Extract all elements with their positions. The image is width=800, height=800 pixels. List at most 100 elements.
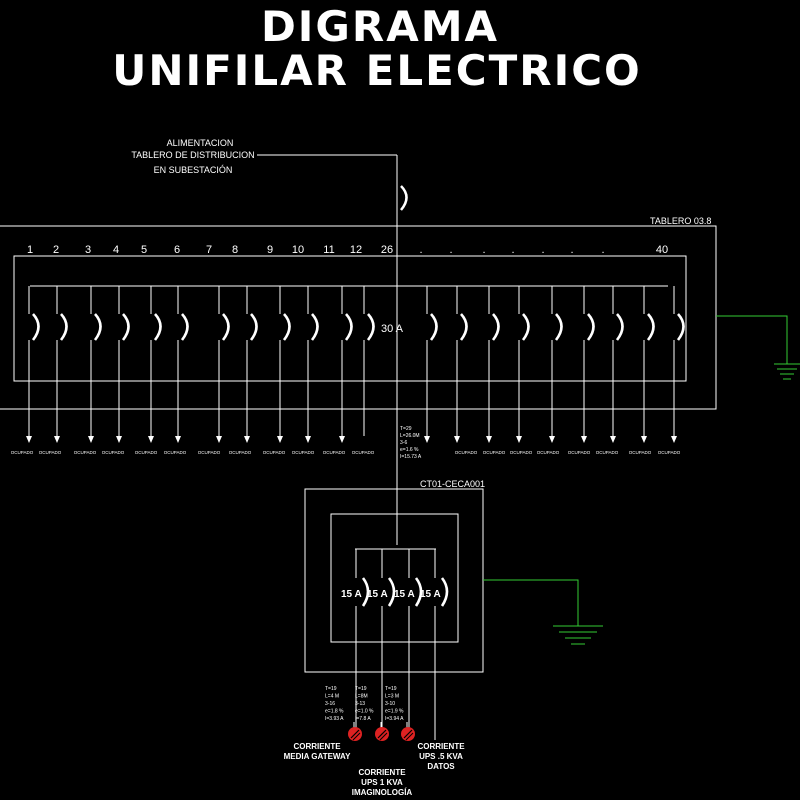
circuit-name-line: IMAGINOLOGÍA	[352, 788, 413, 797]
subpanel-ground-icon	[553, 625, 603, 645]
circuit-outputs: T=19L=4 M3-16e=1.8 %I=3.93 ACORRIENTEMED…	[284, 686, 466, 797]
circuit-data-line: 3-16	[325, 701, 335, 707]
slot-number: 1	[27, 244, 33, 256]
circuit-name-line: CORRIENTE	[358, 768, 406, 777]
slot-number: 40	[656, 244, 668, 256]
feeder-data-3: 3-6	[400, 440, 407, 446]
circuit-data-line: T=19	[385, 686, 397, 692]
occupied-label: OCUPADO	[198, 450, 221, 455]
subpanel-breaker-rating: 15 A	[367, 589, 388, 600]
circuit-data-line: I=3.93 A	[325, 716, 344, 722]
subpanel-breaker: 15 A	[367, 549, 396, 740]
circuit-data-line: L=8M	[355, 694, 368, 700]
branch-breaker	[116, 286, 130, 443]
subpanel-breaker-rating: 15 A	[420, 589, 441, 600]
circuit-data-line: 3-13	[355, 701, 365, 707]
branch-breaker	[339, 286, 353, 443]
branch-breaker	[244, 286, 258, 443]
branch-breaker	[88, 286, 102, 443]
slot-number: 6	[174, 244, 180, 256]
occupied-label: OCUPADO	[455, 450, 478, 455]
subpanel-breaker: 15 A	[341, 549, 370, 740]
circuit-data-line: T=19	[325, 686, 337, 692]
slot-number: .	[601, 244, 604, 256]
panel-enclosure-outer	[0, 225, 717, 410]
slot-number: 12	[350, 244, 362, 256]
circuit-data-line: I=7.8 A	[355, 716, 371, 722]
occupied-label: OCUPADO	[510, 450, 533, 455]
slot-number: 4	[113, 244, 119, 256]
occupied-labels: OCUPADO OCUPADO OCUPADO OCUPADO OCUPADO OCUPA…	[11, 450, 681, 455]
occupied-label: OCUPADO	[164, 450, 187, 455]
slot-number: .	[482, 244, 485, 256]
circuit-data-line: L=4 M	[325, 694, 339, 700]
circuit-name-line: UPS .5 KVA	[419, 752, 463, 761]
branch-breaker	[454, 286, 468, 443]
diagram-title-line1: DIGRAMA	[260, 2, 500, 51]
feed-label-line2: TABLERO DE DISTRIBUCION	[131, 150, 254, 160]
branch-breaker	[26, 286, 40, 443]
occupied-label: OCUPADO	[11, 450, 34, 455]
circuit-name-line: UPS 1 KVA	[361, 778, 403, 787]
branch-breaker	[424, 286, 438, 443]
diagram-title-line2: UNIFILAR ELECTRICO	[112, 46, 642, 95]
slot-number: 8	[232, 244, 238, 256]
slot-number: .	[511, 244, 514, 256]
slot-number: 26	[381, 244, 393, 256]
occupied-label: OCUPADO	[658, 450, 681, 455]
branch-breaker	[175, 286, 189, 443]
circuit-name-line: CORRIENTE	[417, 742, 465, 751]
incoming-breaker-symbol	[400, 185, 408, 211]
branch-breaker	[610, 286, 624, 443]
occupied-label: OCUPADO	[229, 450, 252, 455]
slot-number: .	[449, 244, 452, 256]
circuit-name-line: CORRIENTE	[293, 742, 341, 751]
subpanel-name-label: CT01-CECA001	[420, 479, 485, 489]
feed-label-line1: ALIMENTACION	[167, 138, 234, 148]
slot-number: .	[570, 244, 573, 256]
feeder-data-1: T=29	[400, 426, 412, 432]
circuit-data-line: e=1.0 %	[355, 709, 374, 715]
slot-number: 7	[206, 244, 212, 256]
subpanel-enclosure-outer	[304, 488, 484, 673]
occupied-label: OCUPADO	[483, 450, 506, 455]
subpanel-breaker-rating: 15 A	[394, 589, 415, 600]
branch-breaker	[581, 286, 595, 443]
subpanel-ground-wire	[483, 579, 579, 626]
feeder-data-5: I=15.73 A	[400, 454, 422, 460]
occupied-label: OCUPADO	[263, 450, 286, 455]
occupied-label: OCUPADO	[102, 450, 125, 455]
feeder-data-4: e=1.6 %	[400, 447, 419, 453]
branch-breaker	[671, 286, 685, 443]
branch-breaker	[516, 286, 530, 443]
panel-name-label: TABLERO 03.8	[650, 216, 711, 226]
occupied-label: OCUPADO	[596, 450, 619, 455]
occupied-label: OCUPADO	[39, 450, 62, 455]
branch-breaker	[641, 286, 655, 443]
panel-ground-icon	[774, 363, 800, 380]
circuit-data-line: L=3 M	[385, 694, 399, 700]
slot-number: 3	[85, 244, 91, 256]
occupied-label: OCUPADO	[629, 450, 652, 455]
branch-breaker	[549, 286, 563, 443]
occupied-label: OCUPADO	[352, 450, 375, 455]
feed-label-line3: EN SUBESTACIÓN	[154, 165, 233, 175]
circuit-data-line: e=1.9 %	[385, 709, 404, 715]
occupied-label: OCUPADO	[74, 450, 97, 455]
circuit-data-line: e=1.8 %	[325, 709, 344, 715]
branch-breaker	[486, 286, 500, 443]
circuit-name-line: DATOS	[427, 762, 455, 771]
slot-number: 5	[141, 244, 147, 256]
panel-enclosure-inner	[13, 255, 687, 382]
circuit-output: T=19L=4 M3-16e=1.8 %I=3.93 ACORRIENTEMED…	[284, 686, 362, 761]
circuit-output: T=19L=3 M3-10e=1.9 %I=3.94 ACORRIENTEUPS…	[385, 686, 465, 771]
occupied-label: OCUPADO	[537, 450, 560, 455]
panel-ground-wire	[716, 315, 788, 364]
branch-breaker	[277, 286, 291, 443]
occupied-label: OCUPADO	[323, 450, 346, 455]
occupied-label: OCUPADO	[135, 450, 158, 455]
slot-number: 9	[267, 244, 273, 256]
branch-breaker	[54, 286, 68, 443]
